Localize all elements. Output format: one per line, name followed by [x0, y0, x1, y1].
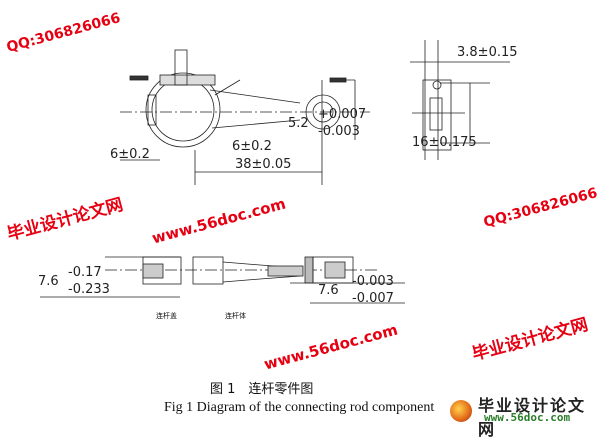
dim-6-right: 6±0.2: [232, 139, 272, 154]
side-view: 3.8±0.15 16±0.175: [410, 40, 518, 160]
dim-6-left: 6±0.2: [110, 147, 150, 162]
top-view: 6±0.2 6±0.2 38±0.05 5.2 +0.007 -0.003: [110, 49, 370, 185]
dim-5-2-lower: -0.003: [318, 124, 360, 139]
dim-7-6-lower: -0.233: [68, 282, 110, 297]
dim-7-6-upper: -0.17: [68, 265, 102, 280]
dim-38: 38±0.05: [235, 157, 291, 172]
dim-7-6-right: 7.6: [318, 283, 339, 298]
label-cap: 连杆盖: [156, 311, 177, 320]
dim-5-2-upper: +0.007: [318, 107, 366, 122]
site-logo: 毕业设计论文网 www.56doc.com: [444, 392, 603, 439]
caption-english: Fig 1 Diagram of the connecting rod comp…: [164, 400, 435, 415]
dim-7-6: 7.6: [38, 274, 59, 289]
dim-right-upper: -0.003: [352, 274, 394, 289]
dim-16: 16±0.175: [412, 135, 477, 150]
dim-3-8: 3.8±0.15: [457, 45, 518, 60]
dim-right-lower: -0.007: [352, 291, 394, 306]
caption-chinese: 图 1 连杆零件图: [210, 382, 314, 397]
dim-5-2: 5.2: [288, 116, 309, 131]
logo-url: www.56doc.com: [484, 411, 571, 424]
bottom-view: 7.6 -0.17 -0.233 7.6 -0.003 -0.007 连杆盖 连…: [38, 256, 405, 320]
globe-icon: [450, 400, 472, 422]
connecting-rod-drawing: 6±0.2 6±0.2 38±0.05 5.2 +0.007 -0.003 3.…: [38, 40, 518, 320]
label-body: 连杆体: [225, 311, 246, 320]
